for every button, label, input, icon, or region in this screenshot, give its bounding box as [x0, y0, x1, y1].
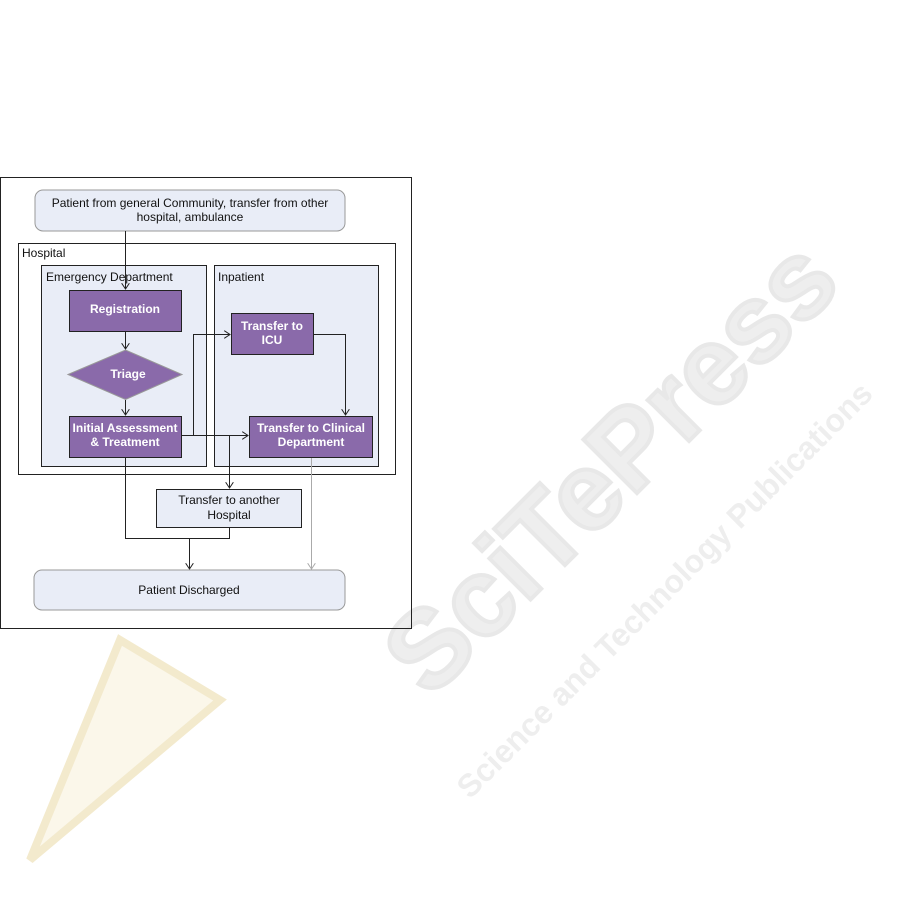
clinical-department-step — [249, 416, 373, 458]
triage-decision — [66, 349, 184, 401]
initial-assessment-line1: Initial Assessment — [73, 421, 178, 435]
other-hospital-line2: Hospital — [207, 508, 250, 522]
icu-step — [231, 313, 314, 355]
source-line2: hospital, ambulance — [137, 210, 244, 224]
initial-assessment-line2: & Treatment — [90, 435, 159, 449]
discharged-label: Patient Discharged — [138, 583, 239, 597]
source-line1: Patient from general Community, transfer… — [52, 196, 329, 210]
initial-assessment-step — [69, 416, 182, 458]
emergency-label: Emergency Department — [46, 270, 173, 284]
registration-label: Registration — [90, 302, 160, 316]
discharged-box — [33, 569, 346, 611]
icu-line2: ICU — [262, 333, 283, 347]
connectors — [126, 231, 346, 569]
icu-line1: Transfer to — [241, 319, 303, 333]
triage-label: Triage — [110, 367, 146, 381]
figure-frame — [0, 177, 412, 629]
watermark-logo-icon — [26, 634, 227, 864]
inpatient-label: Inpatient — [218, 270, 265, 284]
source-box — [34, 189, 346, 232]
registration-step — [69, 290, 182, 332]
clinical-line2: Department — [278, 435, 345, 449]
other-hospital-box — [156, 489, 302, 528]
hospital-label: Hospital — [22, 246, 65, 260]
clinical-line1: Transfer to Clinical — [257, 421, 365, 435]
other-hospital-line1: Transfer to another — [178, 493, 280, 507]
